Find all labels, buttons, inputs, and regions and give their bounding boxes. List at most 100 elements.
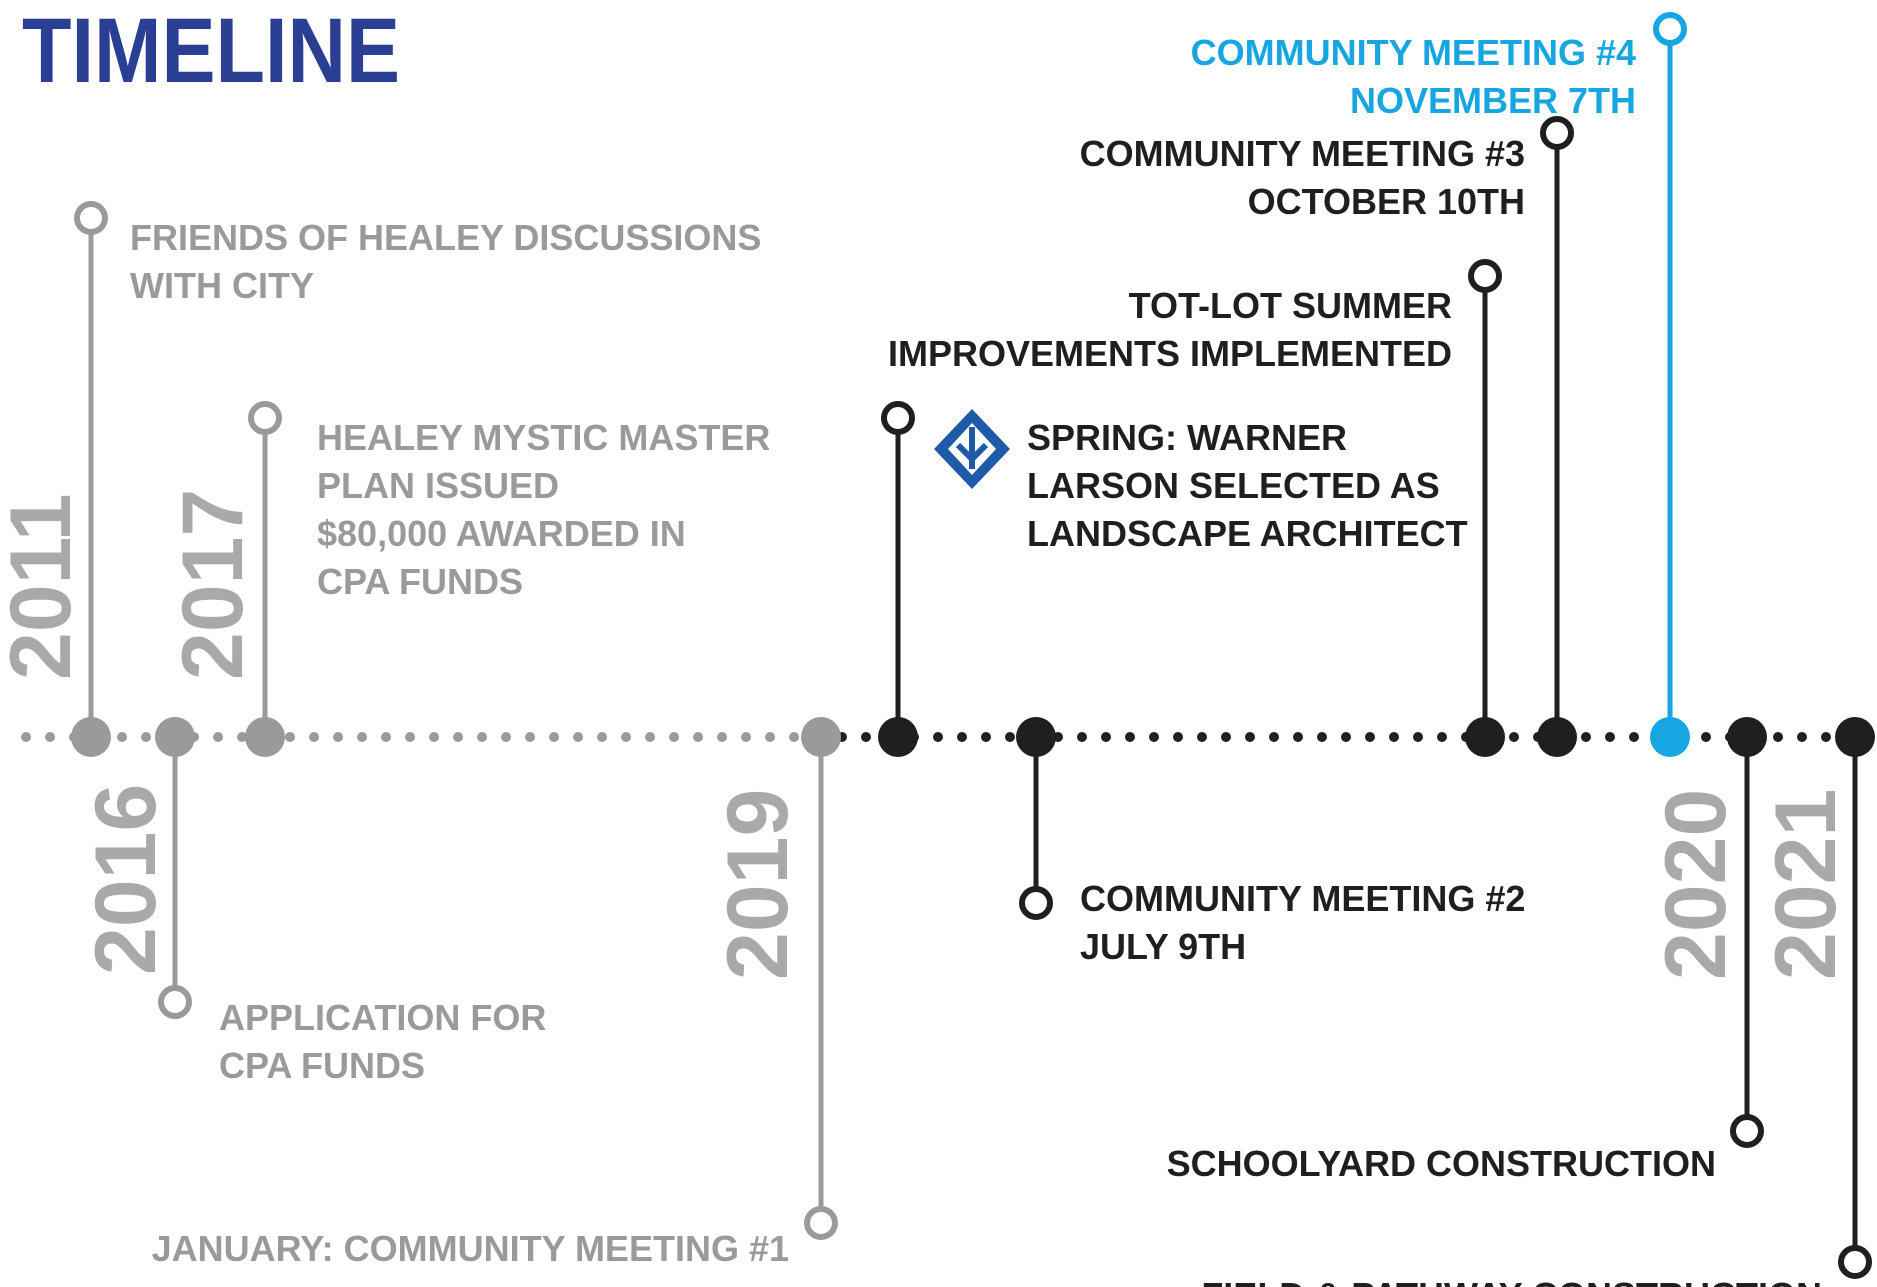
event-end-marker	[881, 401, 915, 435]
axis-dot	[789, 732, 799, 742]
event-label: HEALEY MYSTIC MASTER PLAN ISSUED $80,000 A…	[317, 417, 770, 602]
event-label-line: LANDSCAPE ARCHITECT	[1027, 513, 1468, 554]
axis-dot	[309, 732, 319, 742]
axis-dot	[1389, 732, 1399, 742]
year-label: 2011	[0, 493, 89, 680]
event-label: COMMUNITY MEETING #3 OCTOBER 10TH	[1080, 133, 1525, 222]
axis-dot	[621, 732, 631, 742]
event-label-line: COMMUNITY MEETING #3	[1080, 133, 1525, 174]
event-label: SPRING: WARNER LARSON SELECTED AS LANDSCAP…	[1027, 417, 1468, 554]
event-label-line: $80,000 AWARDED IN	[317, 513, 686, 554]
axis-dot	[429, 732, 439, 742]
axis-node	[71, 717, 111, 757]
axis-node	[1650, 717, 1690, 757]
event-label: COMMUNITY MEETING #4 NOVEMBER 7TH	[1191, 32, 1636, 121]
event-end-marker	[1730, 1114, 1764, 1148]
event-end-marker	[1653, 12, 1687, 46]
axis-dot	[525, 732, 535, 742]
event-label-line: LARSON SELECTED AS	[1027, 465, 1440, 506]
year-label: 2020	[1648, 789, 1744, 980]
year-label: 2017	[165, 489, 261, 680]
axis-node	[1465, 717, 1505, 757]
event-end-marker	[1540, 116, 1574, 150]
event-label-line: TOT-LOT SUMMER	[1129, 285, 1452, 326]
event-label: SCHOOLYARD CONSTRUCTION	[1167, 1143, 1716, 1184]
event-label: COMMUNITY MEETING #2 JULY 9TH	[1080, 878, 1525, 967]
axis-dot	[1509, 732, 1519, 742]
axis-dot	[477, 732, 487, 742]
event-end-marker	[1468, 259, 1502, 293]
axis-node	[1727, 717, 1767, 757]
event-label-line: NOVEMBER 7TH	[1350, 80, 1636, 121]
axis-dot	[405, 732, 415, 742]
year-label: 2016	[78, 784, 174, 975]
axis-dot	[981, 732, 991, 742]
event-label-line: CPA FUNDS	[317, 561, 523, 602]
axis-dot	[573, 732, 583, 742]
axis-node	[1016, 717, 1056, 757]
axis-dot	[213, 732, 223, 742]
event-label-line: SPRING: WARNER	[1027, 417, 1347, 458]
axis-dot	[1173, 732, 1183, 742]
axis-dot	[1821, 732, 1831, 742]
year-label: 2021	[1758, 789, 1854, 980]
axis-dot	[1149, 732, 1159, 742]
event-label-line: JANUARY: COMMUNITY MEETING #1	[152, 1228, 789, 1269]
event-label-line: OCTOBER 10TH	[1248, 181, 1525, 222]
axis-dot	[717, 732, 727, 742]
axis-dot	[861, 732, 871, 742]
axis-dot	[933, 732, 943, 742]
axis-dot	[1341, 732, 1351, 742]
warner-larson-logo	[934, 409, 1010, 489]
axis-dot	[1245, 732, 1255, 742]
axis-dot	[645, 732, 655, 742]
axis-node	[801, 717, 841, 757]
event-label-line: CPA FUNDS	[219, 1045, 425, 1086]
axis-dot	[45, 732, 55, 742]
axis-dot	[1365, 732, 1375, 742]
axis-dot	[381, 732, 391, 742]
event-label-line: FRIENDS OF HEALEY DISCUSSIONS	[130, 217, 761, 258]
page-title: TIMELINE	[22, 0, 400, 102]
event-end-marker	[74, 201, 108, 235]
event-label-line: SCHOOLYARD CONSTRUCTION	[1167, 1143, 1716, 1184]
axis-dot	[741, 732, 751, 742]
event-end-marker	[158, 985, 192, 1019]
axis-node	[1835, 717, 1875, 757]
event-label-line: COMMUNITY MEETING #2	[1080, 878, 1525, 919]
axis-dot	[501, 732, 511, 742]
event-label-line: FIELD & PATHWAY CONSTRUCTION	[1201, 1275, 1822, 1287]
axis-dot	[237, 732, 247, 742]
event-nodes	[71, 12, 1875, 1279]
axis-dot	[1413, 732, 1423, 742]
event-label: FRIENDS OF HEALEY DISCUSSIONS WITH CITY	[130, 217, 761, 306]
event-label-line: HEALEY MYSTIC MASTER	[317, 417, 770, 458]
axis-dot	[1437, 732, 1447, 742]
axis-dot	[453, 732, 463, 742]
axis-dot	[1701, 732, 1711, 742]
event-stems	[88, 29, 1858, 1262]
axis-dot	[1125, 732, 1135, 742]
axis-dot	[669, 732, 679, 742]
event-label-line: WITH CITY	[130, 265, 314, 306]
axis-dot	[1077, 732, 1087, 742]
timeline-axis	[21, 732, 1855, 742]
axis-dot	[765, 732, 775, 742]
event-label-line: JULY 9TH	[1080, 926, 1246, 967]
event-end-marker	[804, 1206, 838, 1240]
event-label: FIELD & PATHWAY CONSTRUCTION	[1201, 1275, 1822, 1287]
event-end-marker	[248, 401, 282, 435]
event-label-line: IMPROVEMENTS IMPLEMENTED	[888, 333, 1452, 374]
event-label: TOT-LOT SUMMER IMPROVEMENTS IMPLEMENTED	[888, 285, 1452, 374]
event-end-marker	[1019, 886, 1053, 920]
axis-dot	[285, 732, 295, 742]
axis-dot	[1221, 732, 1231, 742]
axis-dot	[1605, 732, 1615, 742]
event-label-line: COMMUNITY MEETING #4	[1191, 32, 1636, 73]
event-label-line: PLAN ISSUED	[317, 465, 559, 506]
event-end-marker	[1838, 1245, 1872, 1279]
axis-dot	[1317, 732, 1327, 742]
